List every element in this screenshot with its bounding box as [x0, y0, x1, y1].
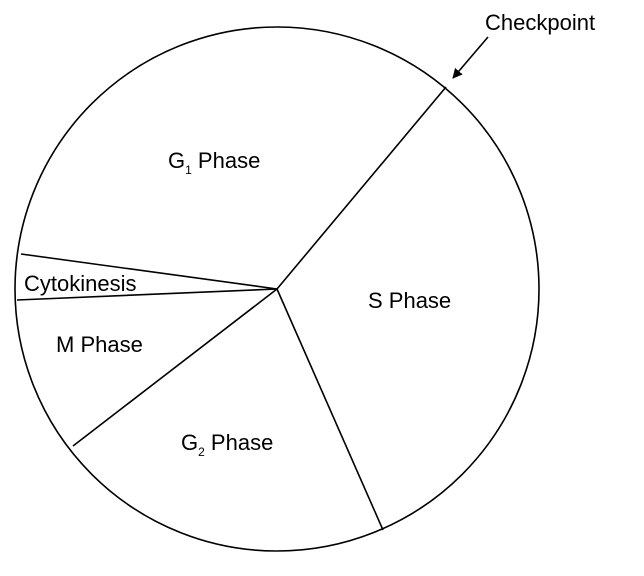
divider-g1-s — [276, 86, 447, 290]
g2-suffix: Phase — [205, 430, 274, 455]
checkpoint-label: Checkpoint — [485, 10, 595, 35]
checkpoint-arrow — [452, 36, 489, 79]
divider-s-g2 — [276, 288, 384, 531]
s-phase-label: S Phase — [368, 288, 451, 313]
divider-cytokinesis-g1 — [20, 253, 278, 290]
m-phase-label: M Phase — [56, 332, 143, 357]
g2-phase-label: G2 Phase — [181, 430, 273, 459]
divider-g2-m — [72, 288, 278, 447]
g1-phase-label: G1 Phase — [168, 148, 260, 177]
g2-subscript: 2 — [198, 445, 205, 459]
g2-letter: G — [181, 430, 198, 455]
divider-m-cytokinesis — [16, 288, 278, 301]
cytokinesis-label: Cytokinesis — [24, 271, 136, 296]
g1-suffix: Phase — [192, 148, 261, 173]
g1-subscript: 1 — [185, 163, 192, 177]
g1-letter: G — [168, 148, 185, 173]
